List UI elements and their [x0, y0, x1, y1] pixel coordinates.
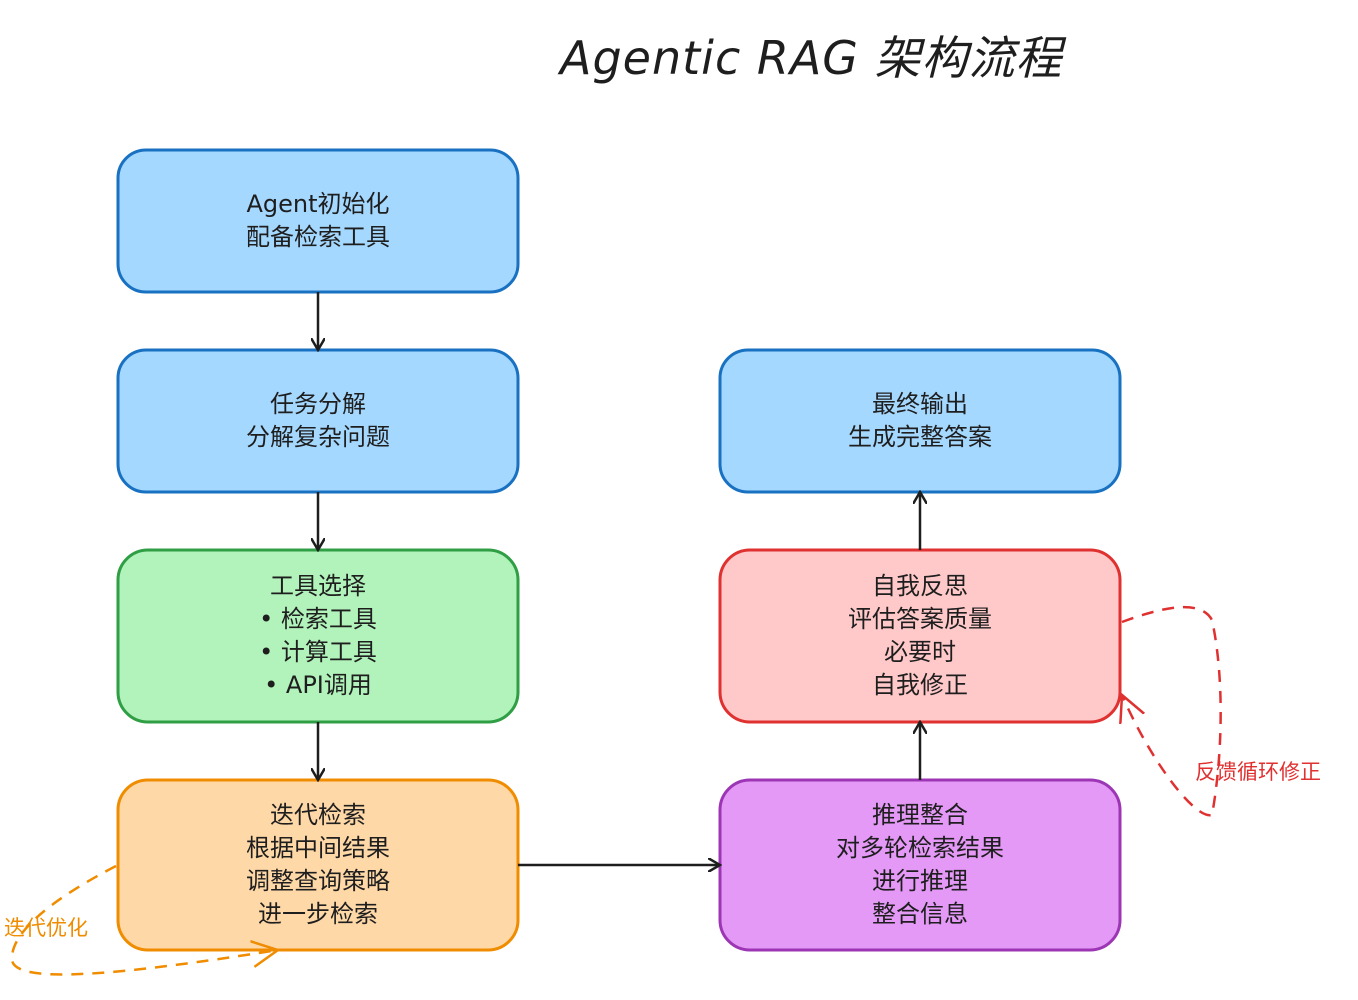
node-reason-line: 推理整合: [872, 801, 968, 829]
node-iterate-line: 调整查询策略: [246, 867, 390, 895]
node-reflect-line: 必要时: [884, 638, 956, 666]
node-init-line: 配备检索工具: [246, 223, 390, 251]
node-decompose-line: 分解复杂问题: [246, 423, 390, 451]
edge-label-feedback-loop: 反馈循环修正: [1195, 760, 1321, 784]
node-tools-line: • 检索工具: [259, 605, 377, 633]
node-iterate-line: 根据中间结果: [246, 834, 390, 862]
node-reflect-line: 评估答案质量: [848, 605, 992, 633]
page-title: Agentic RAG 架构流程: [560, 31, 1063, 85]
node-decompose-line: 任务分解: [270, 390, 366, 418]
node-init-text: Agent初始化 配备检索工具: [118, 150, 518, 292]
node-init-line: Agent初始化: [246, 190, 390, 218]
arrow-feedback-loop: [1122, 605, 1222, 817]
node-reflect-line: 自我反思: [872, 572, 968, 600]
node-tools-line: 工具选择: [270, 572, 366, 600]
node-reason-line: 进行推理: [872, 867, 968, 895]
node-reason-text: 推理整合 对多轮检索结果 进行推理 整合信息: [720, 780, 1120, 950]
node-iterate-line: 迭代检索: [270, 801, 366, 829]
node-tools-line: • 计算工具: [259, 638, 377, 666]
edge-label-iterate-loop: 迭代优化: [4, 916, 88, 940]
node-iterate-text: 迭代检索 根据中间结果 调整查询策略 进一步检索: [118, 780, 518, 950]
node-iterate-line: 进一步检索: [258, 900, 378, 928]
node-tools-text: 工具选择 • 检索工具 • 计算工具 • API调用: [118, 550, 518, 722]
node-reason-line: 对多轮检索结果: [836, 834, 1004, 862]
node-reflect-text: 自我反思 评估答案质量 必要时 自我修正: [720, 550, 1120, 722]
node-output-line: 最终输出: [872, 390, 968, 418]
node-decompose-text: 任务分解 分解复杂问题: [118, 350, 518, 492]
node-reflect-line: 自我修正: [872, 671, 968, 699]
arrow-iterate-loop: [10, 864, 278, 976]
node-output-line: 生成完整答案: [848, 423, 992, 451]
node-reason-line: 整合信息: [872, 900, 968, 928]
node-tools-line: • API调用: [264, 671, 372, 699]
node-output-text: 最终输出 生成完整答案: [720, 350, 1120, 492]
